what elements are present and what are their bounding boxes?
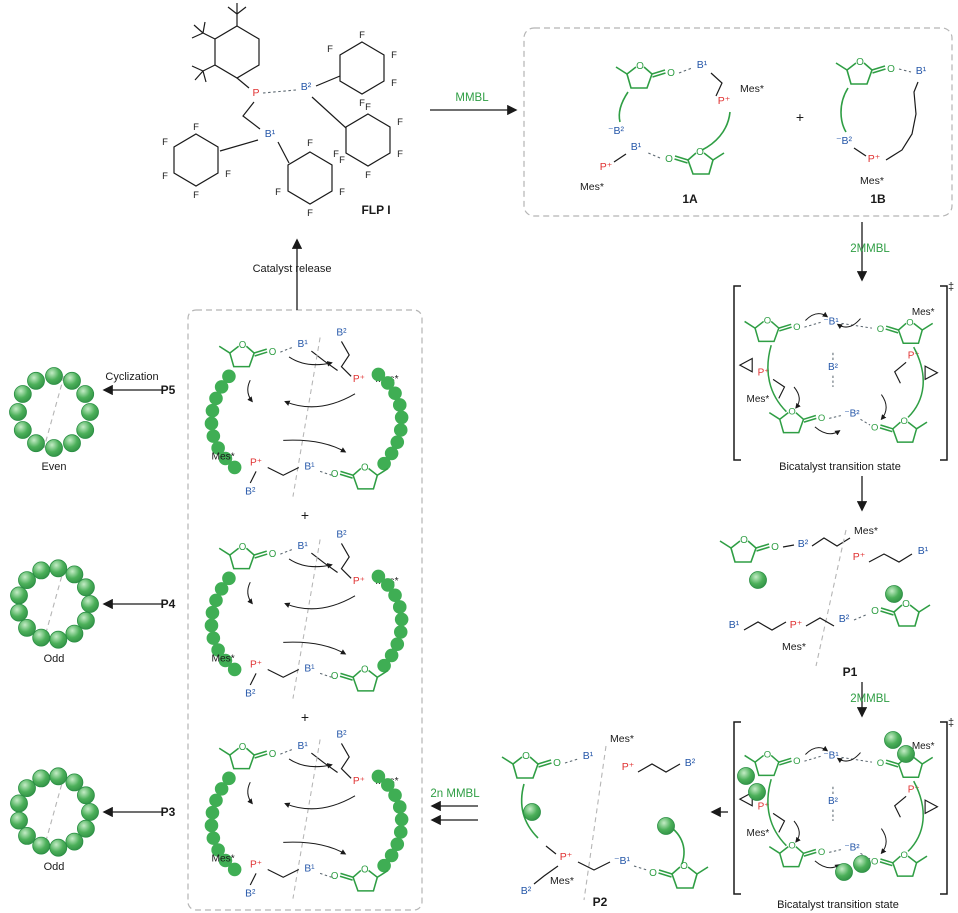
transition-state-caption: Bicatalyst transition state	[777, 899, 899, 911]
two-mmbl-label: 2MMBL	[850, 693, 890, 705]
p1-step: P1	[720, 476, 930, 679]
fluorine-label: F	[397, 117, 403, 128]
dashed-box	[523, 27, 953, 217]
left-bracket	[733, 721, 741, 895]
fluorine-label: F	[193, 122, 199, 133]
initiation-step: MMBL	[430, 92, 518, 116]
cyclization-label: Cyclization	[105, 371, 158, 383]
fluorine-label: F	[391, 50, 397, 61]
fluorine-label: F	[162, 137, 168, 148]
fluorine-label: F	[365, 170, 371, 181]
fluorine-label: F	[162, 171, 168, 182]
odd-label: Odd	[44, 861, 65, 873]
left-bracket	[733, 285, 741, 461]
double-dagger: ‡	[948, 717, 954, 729]
transition-state-2: ‡ Bicatalyst transition state	[733, 717, 954, 911]
fluorine-label: F	[359, 98, 365, 109]
propagation-step-2: 2MMBL	[850, 682, 890, 718]
cyclization-row-p5: P5 Cyclization Even	[10, 368, 176, 473]
catalyst-release-step: Catalyst release	[253, 238, 332, 310]
dashed-box	[187, 309, 423, 911]
transition-state-caption: Bicatalyst transition state	[779, 461, 901, 473]
transition-state-1: ‡ Bicatalyst transition state	[733, 281, 954, 473]
p2-label: P2	[593, 895, 608, 909]
plus-sign: +	[301, 507, 309, 523]
fluorine-label: F	[327, 44, 333, 55]
fluorine-label: F	[193, 190, 199, 201]
species-1a-label: 1A	[682, 192, 698, 206]
fluorine-label: F	[365, 102, 371, 113]
p2-step: P2	[502, 733, 728, 909]
fluorine-label: F	[339, 187, 345, 198]
plus-sign: +	[796, 109, 804, 125]
fluorine-label: F	[225, 169, 231, 180]
fluorine-label: F	[333, 149, 339, 160]
phosphorus-label: P	[252, 87, 259, 99]
fluorine-label: F	[359, 30, 365, 41]
polymer-box: + +	[187, 309, 423, 911]
two-n-mmbl-label: 2n MMBL	[430, 788, 480, 800]
even-label: Even	[41, 461, 66, 473]
p3-label: P3	[161, 805, 176, 819]
mmbl-label: MMBL	[455, 92, 489, 104]
fluorine-label: F	[307, 208, 313, 219]
fluorine-label: F	[391, 78, 397, 89]
flp-catalyst-structure: P B² F F F F F F F F F F B¹ F F F F F F …	[162, 3, 403, 219]
catalyst-release-label: Catalyst release	[253, 263, 332, 275]
species-1b-label: 1B	[870, 192, 886, 206]
boron1-label: B¹	[265, 128, 276, 140]
cyclization-row-p3: P3 Odd	[11, 768, 176, 873]
flp-label: FLP I	[361, 203, 390, 217]
boron2-label: B²	[301, 81, 312, 93]
fluorine-label: F	[275, 187, 281, 198]
two-mmbl-label: 2MMBL	[850, 243, 890, 255]
p5-label: P5	[161, 383, 176, 397]
right-bracket	[940, 285, 948, 461]
propagation-step-1: 2MMBL	[850, 222, 890, 282]
fluorine-label: F	[397, 149, 403, 160]
p1-label: P1	[843, 665, 858, 679]
right-bracket	[940, 721, 948, 895]
p4-label: P4	[161, 597, 176, 611]
double-dagger: ‡	[948, 281, 954, 293]
fluorine-label: F	[339, 155, 345, 166]
fluorine-label: F	[307, 138, 313, 149]
odd-label: Odd	[44, 653, 65, 665]
plus-sign: +	[301, 709, 309, 725]
zwitterion-box: + 1A 1B	[523, 27, 953, 217]
chain-growth-step: 2n MMBL	[430, 788, 480, 826]
cyclization-row-p4: P4 Odd	[11, 560, 176, 665]
